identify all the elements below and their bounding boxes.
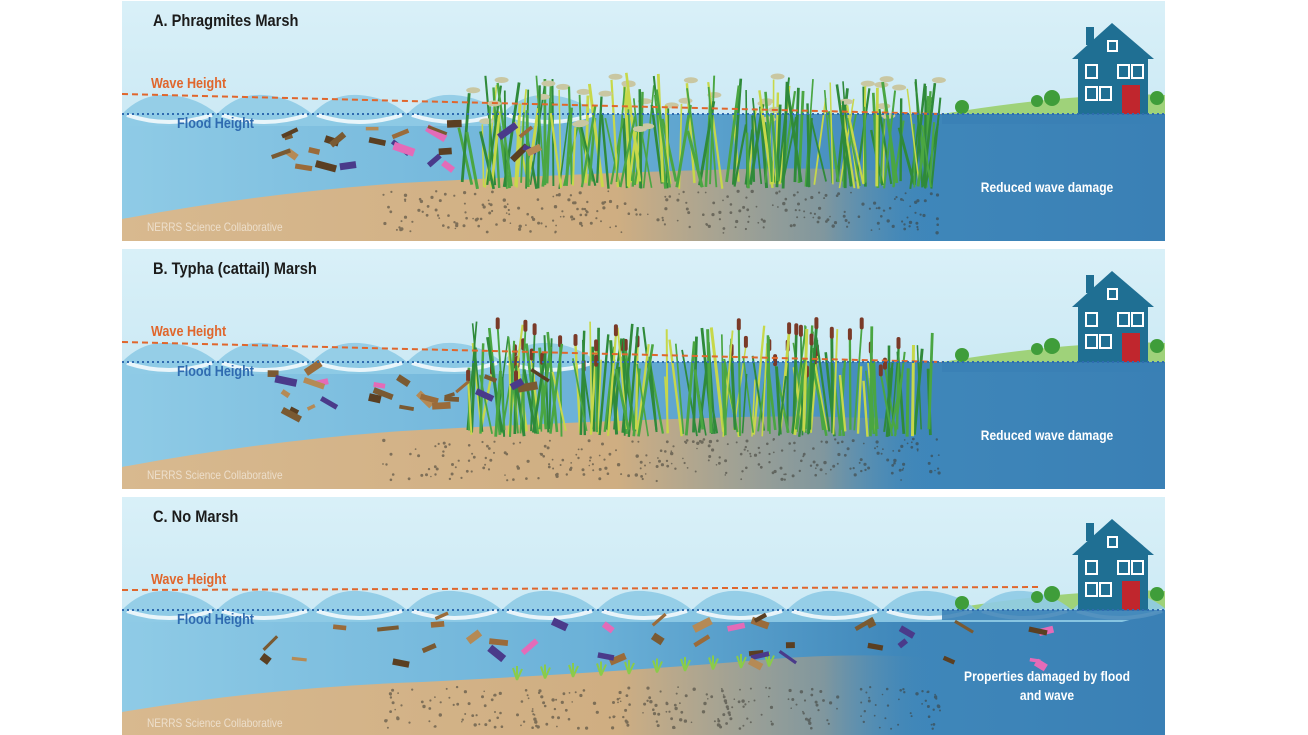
panel-title: A. Phragmites Marsh: [153, 11, 299, 30]
scene-illustration: [122, 249, 1165, 489]
floating-debris: [259, 611, 1055, 672]
wave-height-line: [122, 93, 943, 115]
credit-label: NERRS Science Collaborative: [147, 468, 283, 482]
shoreline-trees: [955, 338, 1164, 362]
wave-height-label: Wave Height: [151, 323, 227, 340]
sand-bed: [122, 655, 1022, 735]
wave-height-label: Wave Height: [151, 75, 227, 92]
house-icon: [1072, 271, 1154, 363]
flood-height-label: Flood Height: [177, 363, 254, 380]
flood-water-overlay: [942, 362, 1165, 372]
scene-illustration: [122, 1, 1165, 241]
wave-foam: [126, 361, 593, 372]
flood-height-label: Flood Height: [177, 115, 254, 132]
result-label: Properties damaged by flood and wave: [964, 668, 1130, 703]
result-label: Reduced wave damage: [980, 179, 1114, 195]
result-label: Reduced wave damage: [980, 427, 1114, 443]
floating-debris: [271, 119, 543, 173]
shoreline-trees: [955, 586, 1164, 610]
flood-water-overlay: [942, 610, 1165, 620]
flood-height-label: Flood Height: [177, 611, 254, 628]
sand-texture: [382, 437, 941, 483]
sand-texture: [384, 685, 941, 730]
wave-height-label: Wave Height: [151, 571, 227, 588]
credit-label: NERRS Science Collaborative: [147, 716, 283, 730]
phragmites-marsh: [457, 72, 946, 190]
sand-bed: [122, 168, 1022, 241]
wave-foam: [126, 113, 593, 124]
panel-title: B. Typha (cattail) Marsh: [153, 259, 317, 278]
wave-height-line: [122, 586, 1043, 591]
scene-illustration: [122, 497, 1165, 735]
sand-bed: [122, 416, 1022, 489]
panel-phragmites-marsh: A. Phragmites Marsh Wave Height Flood He…: [122, 1, 1165, 241]
shoreline-trees: [955, 90, 1164, 114]
sand-texture: [382, 189, 940, 235]
credit-label: NERRS Science Collaborative: [147, 220, 283, 234]
wave-height-line: [122, 341, 943, 363]
sparse-seedlings: [512, 652, 775, 681]
flood-water-overlay: [942, 114, 1165, 124]
house-icon: [1072, 23, 1154, 115]
floating-debris: [267, 359, 550, 423]
panel-typha-marsh: B. Typha (cattail) Marsh Wave Height Flo…: [122, 249, 1165, 489]
house-icon: [1072, 519, 1154, 611]
panel-title: C. No Marsh: [153, 507, 239, 526]
panel-no-marsh: C. No Marsh Wave Height Flood Height Pro…: [122, 497, 1165, 735]
